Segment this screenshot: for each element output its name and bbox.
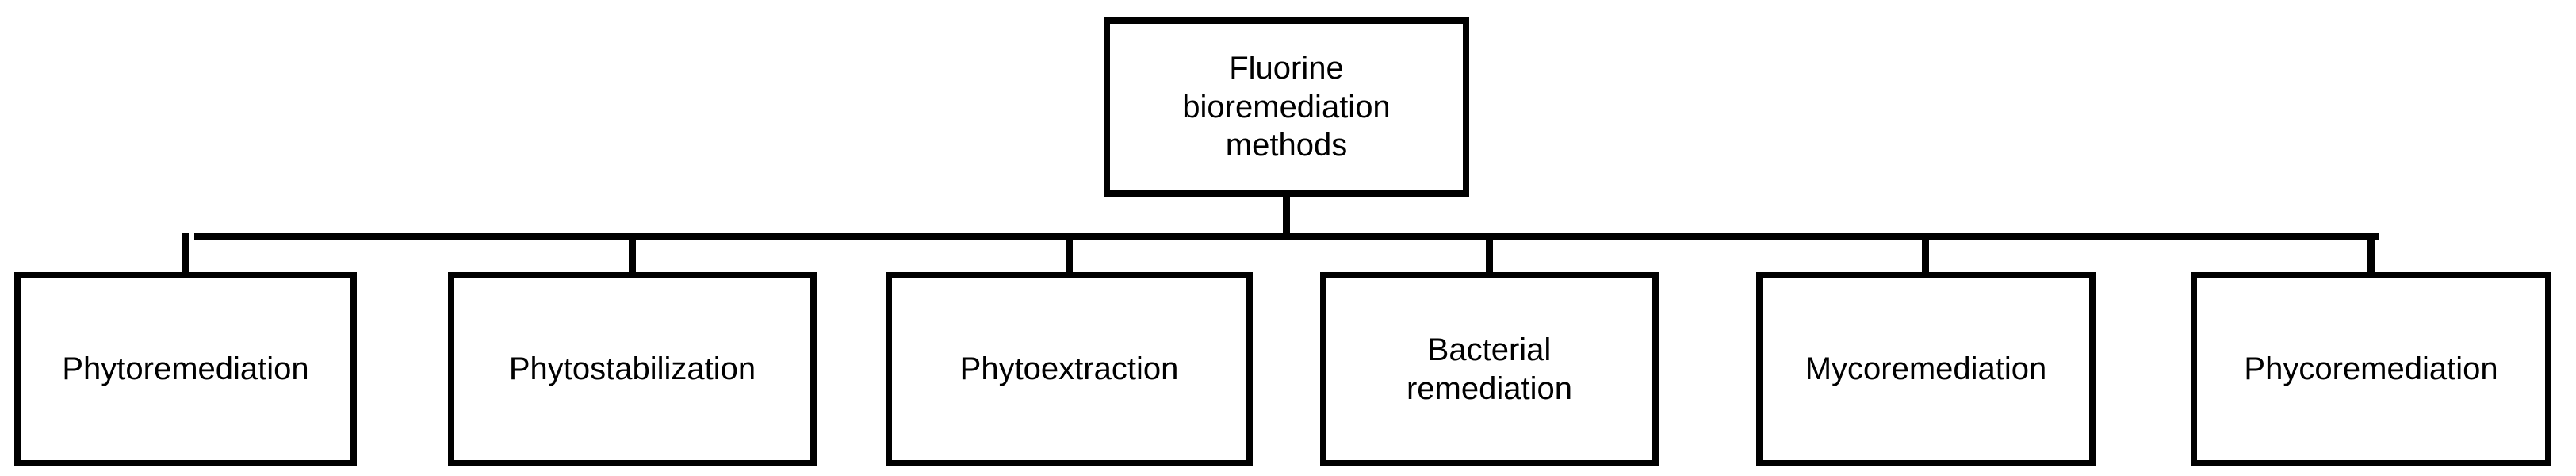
leaf-node-phytoextraction[interactable]: Phytoextraction bbox=[886, 272, 1253, 466]
leaf-node-bacterial-remediation[interactable]: Bacterial remediation bbox=[1320, 272, 1659, 466]
root-node-fluorine-bioremediation-methods[interactable]: Fluorine bioremediation methods bbox=[1104, 17, 1469, 197]
drop-connector-3 bbox=[1066, 233, 1073, 277]
leaf-node-mycoremediation[interactable]: Mycoremediation bbox=[1756, 272, 2096, 466]
leaf-node-phytoremediation[interactable]: Phytoremediation bbox=[14, 272, 357, 466]
root-stem-connector bbox=[1283, 194, 1290, 240]
drop-connector-4 bbox=[1486, 233, 1493, 277]
drop-connector-1 bbox=[182, 233, 189, 277]
drop-connector-5 bbox=[1922, 233, 1929, 277]
drop-connector-2 bbox=[629, 233, 636, 277]
leaf-node-phytostabilization[interactable]: Phytostabilization bbox=[448, 272, 817, 466]
drop-connector-6 bbox=[2367, 233, 2375, 277]
leaf-node-phycoremediation[interactable]: Phycoremediation bbox=[2191, 272, 2551, 466]
